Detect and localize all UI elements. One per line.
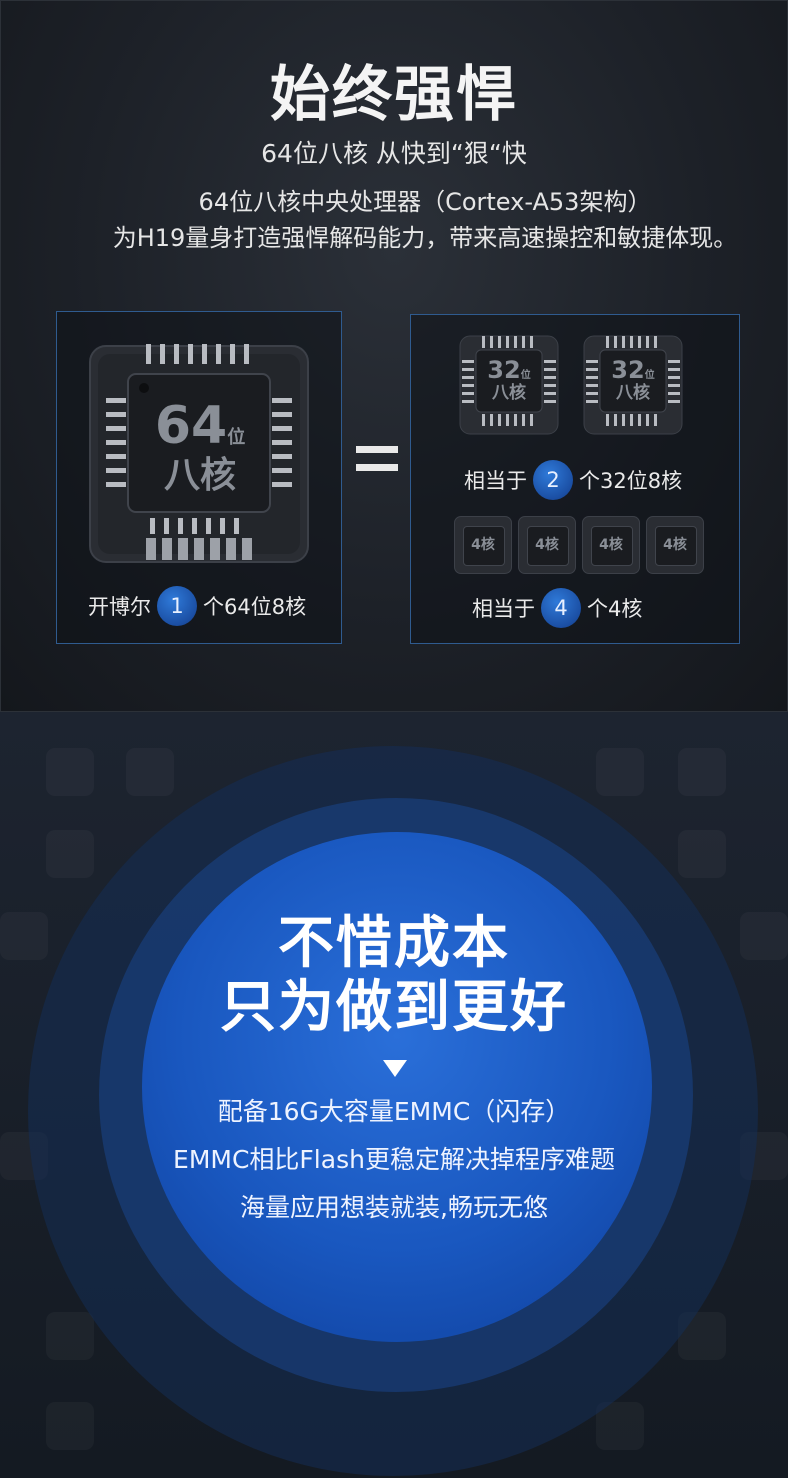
storage-feature-1: 配备16G大容量EMMC（闪存） bbox=[217, 1097, 571, 1126]
description-line-2: 为H19量身打造强悍解码能力，带来高速操控和敏捷体现。 bbox=[112, 224, 738, 252]
right-caption-1-before: 相当于 bbox=[464, 469, 527, 493]
background-tile bbox=[46, 748, 94, 796]
storage-title-line-2: 只为做到更好 bbox=[220, 975, 568, 1040]
background-tile bbox=[126, 748, 174, 796]
small-chip-label: 4核 bbox=[663, 537, 687, 553]
left-caption: 开博尔 1 个64位8核 bbox=[88, 586, 306, 626]
cpu-section: 始终强悍 64位八核 从快到“狠“快 64位八核中央处理器（Cortex-A53… bbox=[0, 0, 788, 712]
background-tile bbox=[678, 830, 726, 878]
section-description: 64位八核中央处理器（Cortex-A53架构） 为H19量身打造强悍解码能力，… bbox=[90, 184, 760, 256]
description-line-1: 64位八核中央处理器（Cortex-A53架构） bbox=[198, 188, 652, 216]
left-chip-cores: 八核 bbox=[163, 455, 236, 496]
cpu-32bit-chip-icon bbox=[459, 335, 559, 435]
left-caption-count: 1 bbox=[157, 586, 197, 626]
right-chip-cores: 八核 bbox=[492, 383, 526, 403]
small-chip-icon: 4核 bbox=[518, 516, 576, 574]
triangle-down-icon bbox=[383, 1060, 407, 1077]
left-caption-before: 开博尔 bbox=[88, 595, 151, 619]
storage-title-line-1: 不惜成本 bbox=[278, 911, 510, 976]
section-headline: 始终强悍 bbox=[270, 60, 518, 130]
right-caption-2-after: 个4核 bbox=[587, 597, 643, 621]
right-chip-text-b: 32位 八核 bbox=[600, 356, 666, 402]
background-tile bbox=[46, 1402, 94, 1450]
cpu-64bit-chip-icon bbox=[89, 344, 309, 563]
background-tile bbox=[46, 1312, 94, 1360]
right-caption-2-count: 4 bbox=[541, 588, 581, 628]
right-caption-2-before: 相当于 bbox=[472, 597, 535, 621]
right-caption-1-after: 个32位8核 bbox=[579, 469, 683, 493]
background-tile bbox=[678, 748, 726, 796]
small-chip-icon: 4核 bbox=[454, 516, 512, 574]
right-chip-bits-unit: 位 bbox=[520, 370, 531, 381]
equals-icon bbox=[356, 444, 398, 474]
right-chip-cores: 八核 bbox=[616, 383, 650, 403]
small-chip-icon: 4核 bbox=[646, 516, 704, 574]
right-caption-1: 相当于 2 个32位8核 bbox=[464, 460, 682, 500]
cpu-32bit-chip-icon bbox=[583, 335, 683, 435]
background-tile bbox=[596, 748, 644, 796]
small-chip-label: 4核 bbox=[599, 537, 623, 553]
right-chip-bits: 32 bbox=[487, 356, 521, 384]
left-chip-text: 64位 八核 bbox=[150, 396, 250, 496]
left-caption-after: 个64位8核 bbox=[203, 595, 307, 619]
storage-feature-3: 海量应用想装就装,畅玩无悠 bbox=[240, 1193, 548, 1222]
right-chip-bits-unit: 位 bbox=[644, 370, 655, 381]
small-chip-icon: 4核 bbox=[582, 516, 640, 574]
left-chip-bits-unit: 位 bbox=[227, 427, 246, 448]
small-chip-label: 4核 bbox=[535, 537, 559, 553]
right-chip-bits: 32 bbox=[611, 356, 645, 384]
background-tile bbox=[46, 830, 94, 878]
right-caption-1-count: 2 bbox=[533, 460, 573, 500]
storage-feature-2: EMMC相比Flash更稳定解决掉程序难题 bbox=[173, 1145, 615, 1174]
inner-blue-circle bbox=[142, 832, 652, 1342]
storage-section: 不惜成本 只为做到更好 配备16G大容量EMMC（闪存） EMMC相比Flash… bbox=[0, 712, 788, 1478]
small-chip-label: 4核 bbox=[471, 537, 495, 553]
right-chip-text-a: 32位 八核 bbox=[476, 356, 542, 402]
left-chip-bits: 64 bbox=[154, 396, 228, 456]
section-subline: 64位八核 从快到“狠“快 bbox=[261, 139, 527, 168]
right-caption-2: 相当于 4 个4核 bbox=[472, 588, 642, 628]
small-chip-row: 4核 4核 4核 4核 bbox=[454, 516, 704, 576]
